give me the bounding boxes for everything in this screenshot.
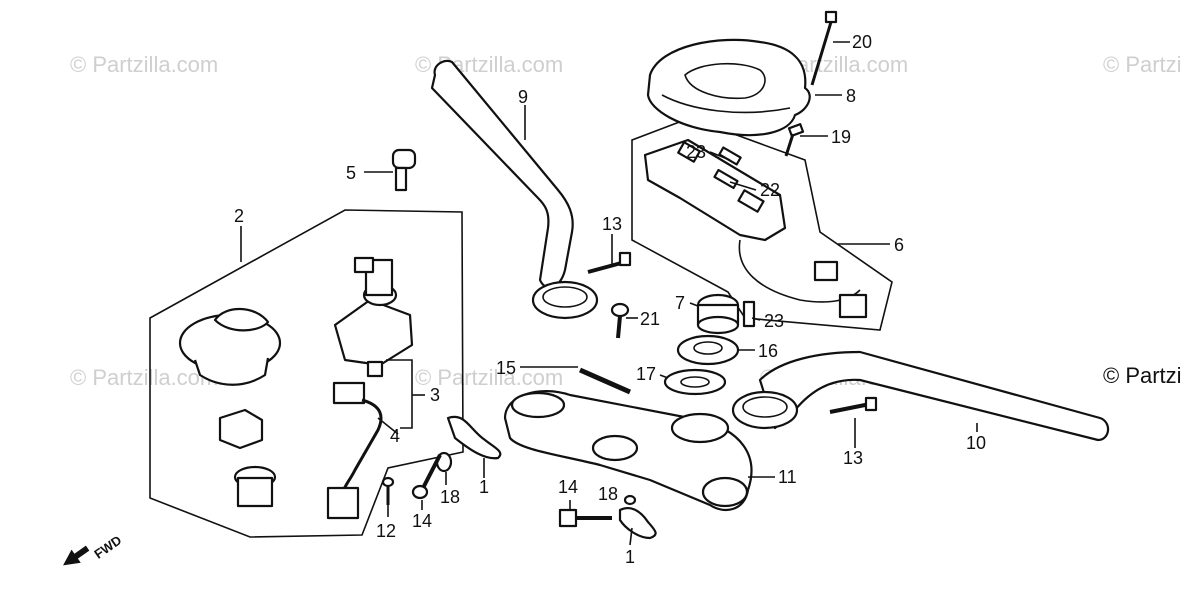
callout-2: 2 (234, 206, 244, 226)
bolt-12 (381, 476, 395, 505)
callout-3: 3 (430, 385, 440, 405)
key-set-group-outline (149, 209, 464, 538)
watermark-4: © Partzi (1103, 52, 1182, 77)
left-handlebar (430, 59, 599, 320)
top-cover (646, 38, 811, 137)
wire-harness-4 (326, 381, 383, 520)
grommet (233, 465, 277, 508)
clamp-1-right (618, 506, 657, 540)
copyright-label: © Partzi (1103, 363, 1182, 388)
callout-23-lower: 23 (764, 311, 784, 331)
bolt-14-right (558, 508, 612, 528)
callout-20: 20 (852, 32, 872, 52)
callout-15: 15 (496, 358, 516, 378)
bushing-7 (696, 293, 740, 335)
bolt-15 (578, 367, 632, 395)
callout-14-left: 14 (412, 511, 432, 531)
bolt-13-lower (829, 396, 878, 414)
callout-10: 10 (966, 433, 986, 453)
callout-11: 11 (778, 467, 797, 487)
lock-clip (218, 408, 264, 450)
callout-8: 8 (846, 86, 856, 106)
right-handlebar (731, 350, 1110, 442)
callout-13-upper: 13 (602, 214, 622, 234)
bolt-21 (610, 302, 630, 339)
ignition-switch (333, 256, 414, 378)
callout-13-lower: 13 (843, 448, 863, 468)
fuel-cap (178, 307, 282, 386)
stem-nut-16 (676, 334, 740, 366)
callout-22: 22 (760, 180, 780, 200)
callout-5: 5 (346, 163, 356, 183)
bolt-23-lower (742, 300, 756, 328)
fwd-arrow (63, 545, 90, 566)
callout-18-right: 18 (598, 484, 618, 504)
callout-6: 6 (894, 235, 904, 255)
bolt-14-left (411, 454, 442, 500)
leader-lines (240, 41, 978, 546)
indicator-group-outline (631, 117, 893, 331)
bolt-20 (810, 10, 838, 86)
clamp-1-left (446, 415, 502, 460)
callout-14-right: 14 (558, 477, 578, 497)
washer-17 (663, 368, 727, 396)
callout-7: 7 (675, 293, 685, 313)
callout-4: 4 (390, 426, 400, 446)
bolt-13-upper (587, 251, 632, 274)
callout-23-upper: 23 (686, 142, 706, 162)
callout-19: 19 (831, 127, 851, 147)
callout-21: 21 (640, 309, 660, 329)
callout-16: 16 (758, 341, 778, 361)
watermark-6: © Partzilla.com (415, 365, 564, 390)
fwd-label: FWD (91, 532, 124, 561)
watermark-5: © Partzilla.com (70, 365, 219, 390)
callout-1-left: 1 (479, 477, 489, 497)
callout-9: 9 (518, 87, 528, 107)
indicator-panel (643, 138, 868, 319)
callout-17: 17 (636, 364, 656, 384)
watermark-1: © Partzilla.com (70, 52, 219, 77)
washer-18-right (623, 494, 637, 506)
top-bridge (503, 390, 753, 512)
callout-12: 12 (376, 521, 396, 541)
callout-18-left: 18 (440, 487, 460, 507)
key-5 (391, 148, 417, 192)
callout-1-right: 1 (625, 547, 635, 567)
screw-19 (784, 123, 805, 157)
